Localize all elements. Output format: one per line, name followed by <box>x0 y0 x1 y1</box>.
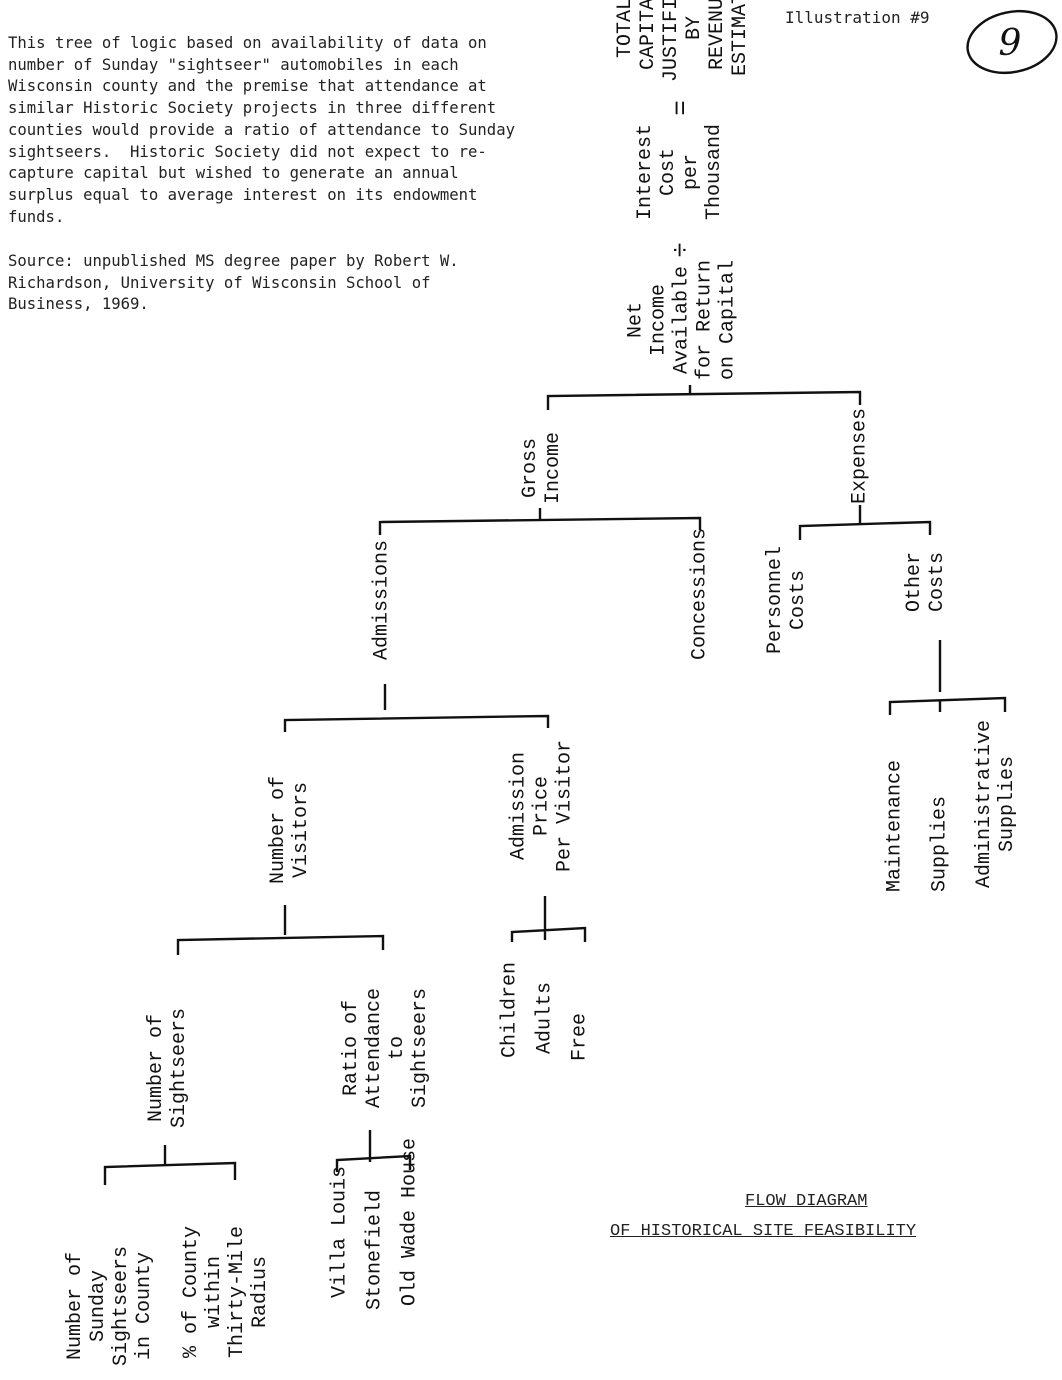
intro-paragraph: This tree of logic based on availability… <box>8 34 515 226</box>
connector-net-income <box>546 385 862 410</box>
source-citation: Source: unpublished MS degree paper by R… <box>8 252 459 314</box>
connector-visitors <box>176 905 385 955</box>
connector-price <box>510 896 587 942</box>
page-number-circle <box>966 10 1058 74</box>
connector-sightseers <box>103 1145 237 1185</box>
connector-expenses <box>798 505 932 540</box>
connector-ratio <box>335 1130 412 1172</box>
page-number: 9 <box>999 23 1022 64</box>
connector-admissions <box>283 684 550 732</box>
connector-other-costs <box>888 640 1007 715</box>
diagram-title-line1: FLOW DIAGRAM <box>745 1192 868 1211</box>
diagram-title-line2: OF HISTORICAL SITE FEASIBILITY <box>610 1222 917 1241</box>
illustration-label: Illustration #9 <box>785 8 930 27</box>
connector-gross-income <box>378 508 702 535</box>
